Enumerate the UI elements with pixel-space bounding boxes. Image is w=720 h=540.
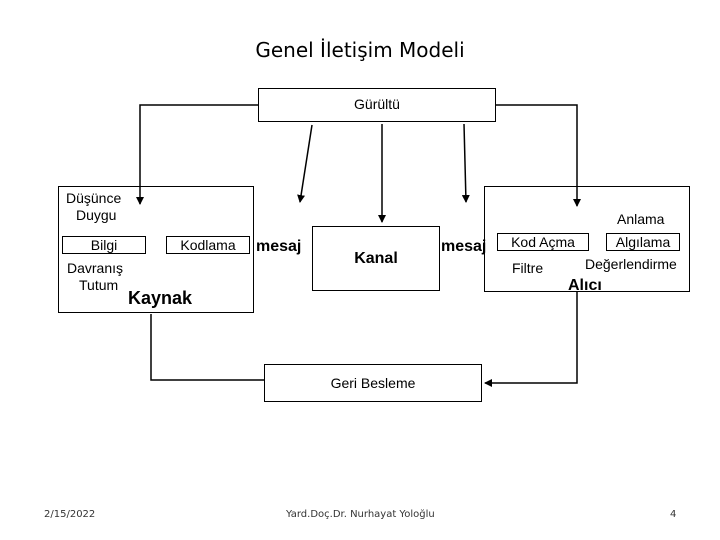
- noise-to-message-right-arrow: [461, 123, 470, 203]
- source-item-thought: Düşünce: [66, 190, 122, 206]
- receiver-box: [484, 186, 690, 292]
- message-left-label: mesaj: [256, 238, 302, 255]
- source-box: [58, 186, 254, 313]
- page-title: Genel İletişim Modeli: [255, 38, 465, 62]
- decoding-label: Kod Açma: [497, 233, 589, 251]
- source-item-attitude: Tutum: [79, 277, 119, 293]
- channel-box: [312, 226, 440, 291]
- noise-box: [258, 88, 496, 122]
- footer-author: Yard.Doç.Dr. Nurhayat Yoloğlu: [286, 509, 435, 520]
- message-right-label: mesaj: [441, 238, 487, 255]
- source-item-behavior: Davranış: [67, 260, 124, 276]
- feedback-box: [264, 364, 482, 402]
- encoding-label: Kodlama: [166, 236, 250, 254]
- filter-label: Filtre: [512, 260, 544, 276]
- meaning-label: Anlama: [617, 211, 665, 227]
- receiver-label: Alıcı: [568, 277, 602, 294]
- perception-label: Algılama: [606, 233, 680, 251]
- noise-to-source-arrow: [136, 104, 258, 205]
- receiver-to-feedback-arrow: [484, 292, 578, 387]
- noise-to-message-arrow: [297, 124, 313, 203]
- source-item-feeling: Duygu: [76, 207, 117, 223]
- feedback-to-source-line: [150, 314, 264, 381]
- noise-to-receiver-arrow: [496, 104, 581, 207]
- evaluation-label: Değerlendirme: [585, 256, 677, 272]
- footer-date: 2/15/2022: [44, 509, 96, 520]
- source-label: Kaynak: [128, 288, 193, 308]
- source-item-knowledge: Bilgi: [62, 236, 146, 254]
- channel-label: Kanal: [354, 250, 398, 267]
- noise-label: Gürültü: [354, 96, 400, 112]
- feedback-label: Geri Besleme: [330, 375, 416, 391]
- footer-page-number: 4: [670, 509, 677, 520]
